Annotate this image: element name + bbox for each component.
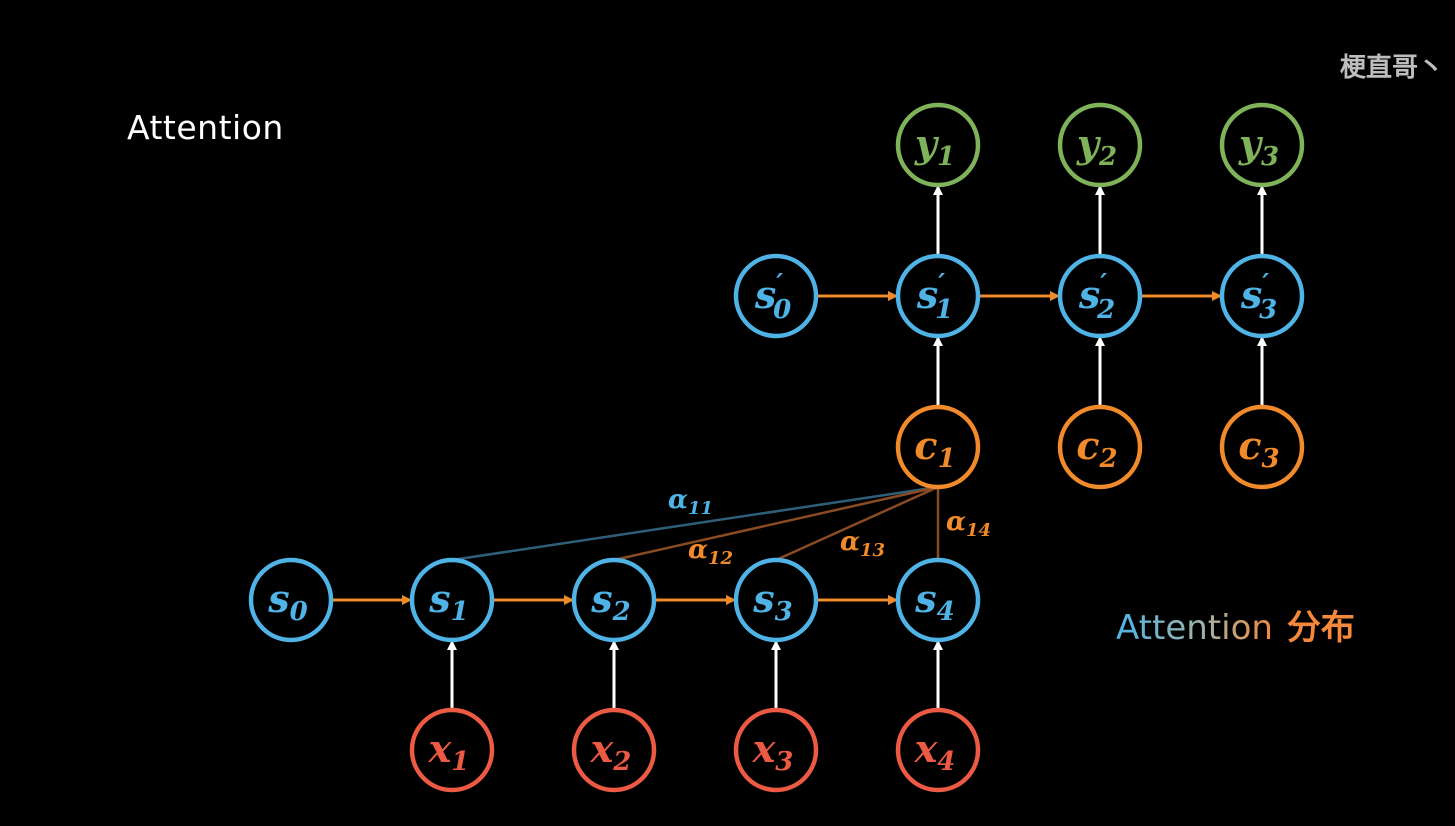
output-y1: y1	[895, 102, 981, 188]
decoder-state-s0-prime-label: s′0	[754, 269, 791, 325]
decoder-state-s1-prime-label: s′1	[916, 269, 953, 325]
input-x2-circle	[571, 707, 657, 793]
context-c1-circle	[895, 404, 981, 490]
attention-legend: Attention 分布	[1116, 600, 1355, 649]
encoder-state-s4-circle	[895, 557, 981, 643]
input-x3-label: x3	[752, 726, 794, 777]
decoder-state-s2-prime-circle	[1057, 253, 1143, 339]
context-c1-label: c1	[914, 423, 955, 474]
legend-attention-label: Attention	[1116, 608, 1273, 648]
encoder-state-s2-circle	[571, 557, 657, 643]
encoder-state-s1-label: s1	[428, 576, 469, 627]
context-c2-label: c2	[1076, 423, 1117, 474]
encoder-state-s3: s3	[733, 557, 819, 643]
decoder-state-s3-prime-label: s′3	[1240, 269, 1277, 325]
context-c2-circle	[1057, 404, 1143, 490]
context-c1: c1	[895, 404, 981, 490]
output-y3: y3	[1219, 102, 1305, 188]
input-x4: x4	[895, 707, 981, 793]
input-x4-circle	[895, 707, 981, 793]
input-x3-circle	[733, 707, 819, 793]
attention-weight-11: α11	[668, 485, 713, 519]
output-y1-circle	[895, 102, 981, 188]
encoder-state-s1-circle	[409, 557, 495, 643]
input-x4-label: x4	[914, 726, 956, 777]
input-x1: x1	[409, 707, 495, 793]
attention-weight-12: α12	[688, 535, 733, 569]
output-y2: y2	[1057, 102, 1143, 188]
encoder-state-s2-label: s2	[590, 576, 631, 627]
decoder-state-s2-prime: s′2	[1057, 253, 1143, 339]
legend-distribution-label: 分布	[1286, 608, 1355, 648]
encoder-state-s0-label: s0	[267, 576, 308, 627]
output-y3-label: y3	[1238, 121, 1279, 172]
decoder-state-s0-prime: s′0	[733, 253, 819, 339]
decoder-state-s2-prime-label: s′2	[1078, 269, 1115, 325]
decoder-state-s3-prime: s′3	[1219, 253, 1305, 339]
output-y1-label: y1	[914, 121, 955, 172]
decoder-state-s3-prime-circle	[1219, 253, 1305, 339]
encoder-state-s3-label: s3	[752, 576, 793, 627]
context-c3: c3	[1219, 404, 1305, 490]
slide-title: Attention	[127, 108, 284, 147]
encoder-state-s2: s2	[571, 557, 657, 643]
input-x2-label: x2	[590, 726, 632, 777]
watermark: 梗直哥丶	[1340, 53, 1445, 83]
attention-line-12	[613, 485, 939, 562]
encoder-state-s0: s0	[248, 557, 334, 643]
encoder-state-s3-circle	[733, 557, 819, 643]
context-c3-label: c3	[1238, 423, 1279, 474]
decoder-state-s0-prime-circle	[733, 253, 819, 339]
output-y2-circle	[1057, 102, 1143, 188]
encoder-state-s0-circle	[248, 557, 334, 643]
attention-weight-13: α13	[840, 527, 885, 561]
attention-line-11	[451, 485, 939, 562]
input-x1-label: x1	[428, 726, 470, 777]
output-y3-circle	[1219, 102, 1305, 188]
input-x2: x2	[571, 707, 657, 793]
attention-weight-14: α14	[946, 507, 991, 541]
output-y2-label: y2	[1076, 121, 1117, 172]
input-x1-circle	[409, 707, 495, 793]
context-c3-circle	[1219, 404, 1305, 490]
decoder-state-s1-prime-circle	[895, 253, 981, 339]
encoder-state-s4-label: s4	[914, 576, 955, 627]
input-x3: x3	[733, 707, 819, 793]
context-c2: c2	[1057, 404, 1143, 490]
attention-line-13	[775, 485, 939, 562]
decoder-state-s1-prime: s′1	[895, 253, 981, 339]
encoder-state-s1: s1	[409, 557, 495, 643]
encoder-state-s4: s4	[895, 557, 981, 643]
